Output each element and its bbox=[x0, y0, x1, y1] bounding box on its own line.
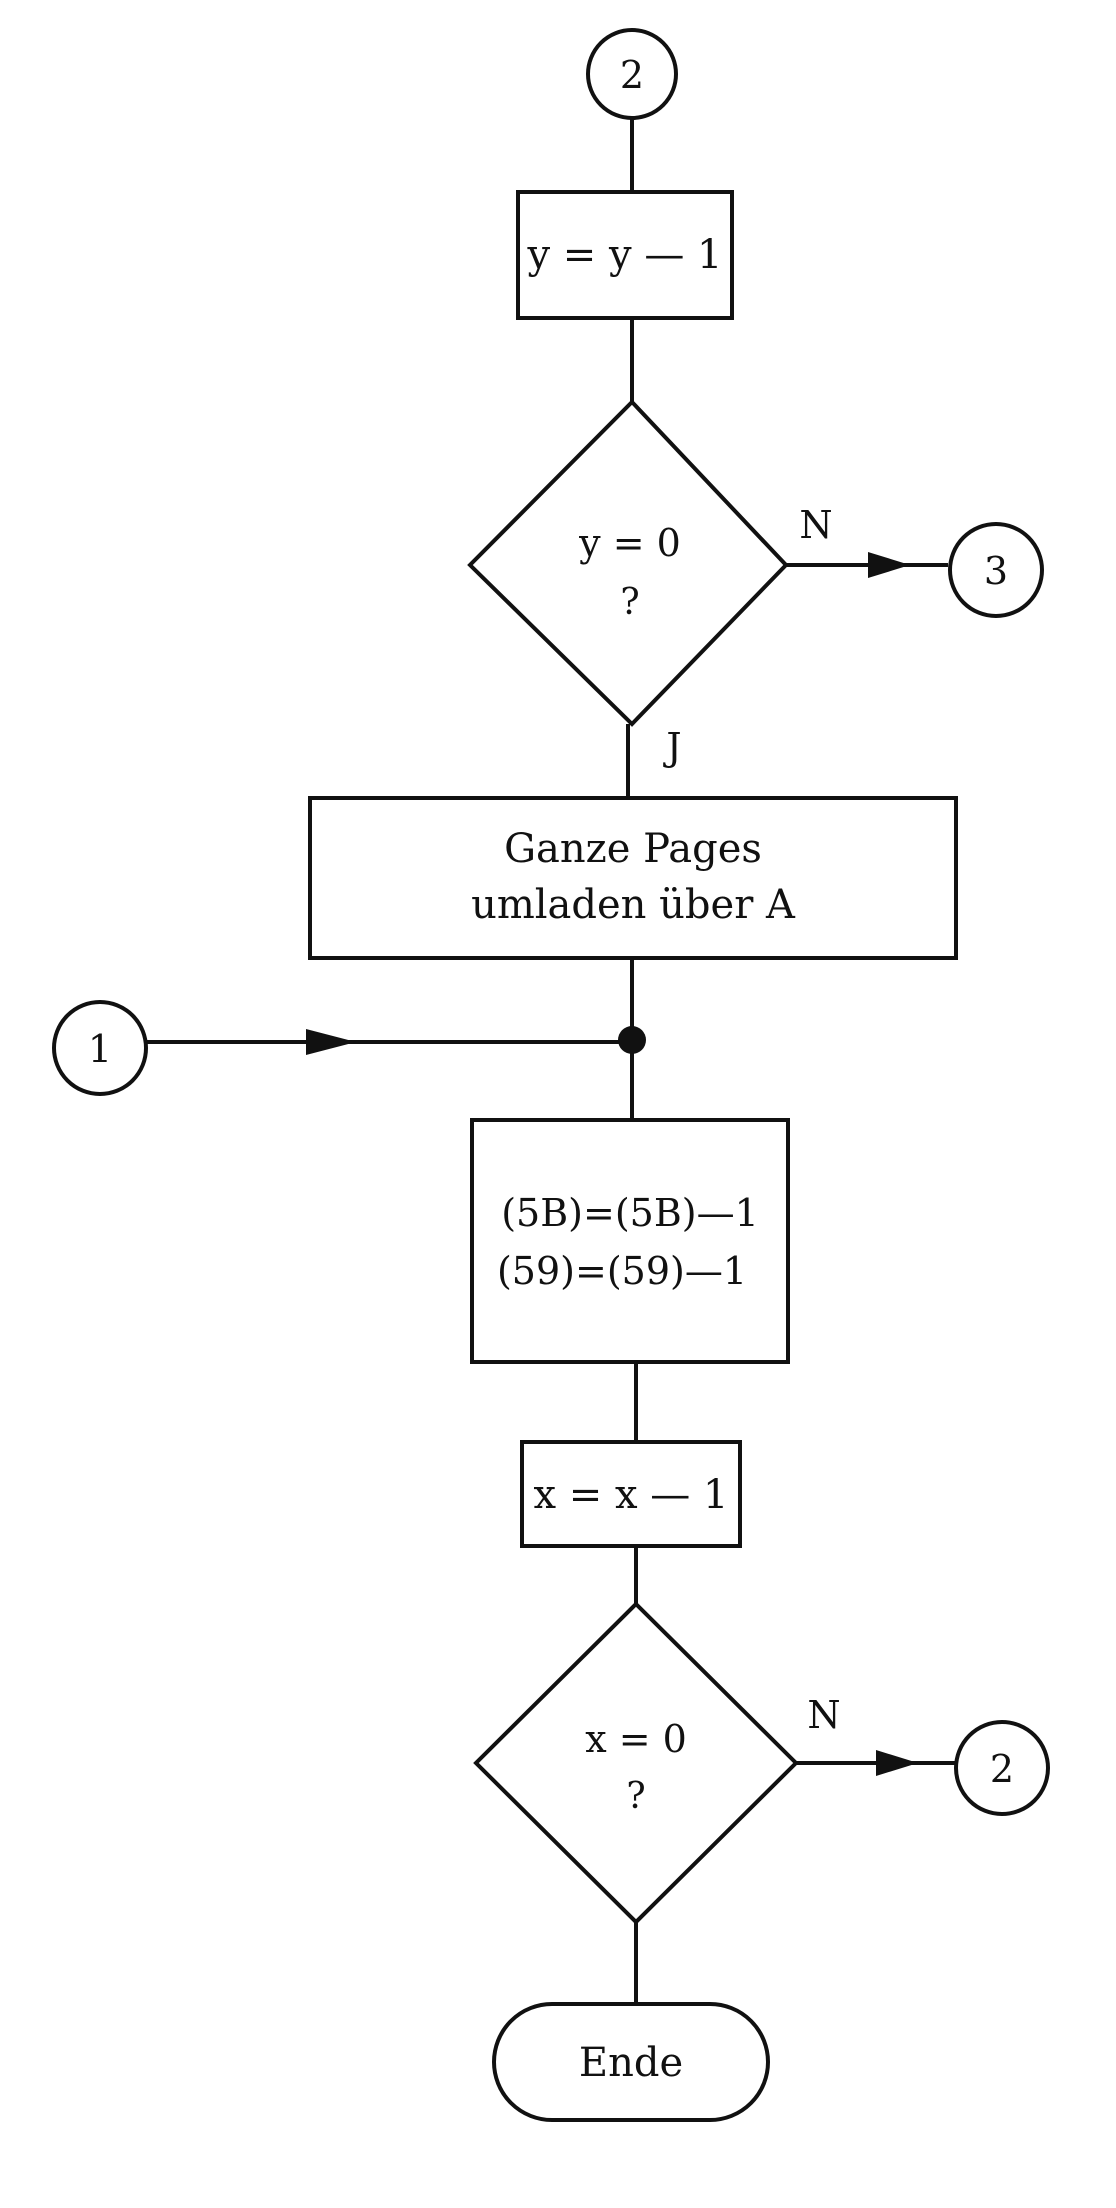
process-box-pages: Ganze Pages umladen über A bbox=[308, 796, 958, 960]
decision-y-no-label: N bbox=[799, 503, 832, 547]
process-box-registers-line1: (5B)=(5B)—1 bbox=[501, 1191, 759, 1235]
process-box-y-decrement: y = y — 1 bbox=[516, 190, 734, 320]
connector-left: 1 bbox=[52, 1000, 148, 1096]
decision-y-yes-label: J bbox=[662, 725, 681, 769]
connector-right-y: 3 bbox=[948, 522, 1044, 618]
process-box-pages-line1: Ganze Pages bbox=[504, 826, 762, 872]
decision-y-zero: y = 0 ? bbox=[467, 399, 789, 727]
process-box-registers-line2: (59)=(59)—1 bbox=[497, 1249, 747, 1293]
connector-right-x: 2 bbox=[954, 1720, 1050, 1816]
process-box-x-decrement-label: x = x — 1 bbox=[534, 1472, 729, 1518]
decision-x-zero-line2: ? bbox=[626, 1776, 645, 1817]
decision-x-zero-line1: x = 0 bbox=[585, 1717, 687, 1761]
process-box-registers: (5B)=(5B)—1 (59)=(59)—1 bbox=[470, 1118, 790, 1364]
decision-x-zero: x = 0 ? bbox=[473, 1601, 799, 1925]
junction-dot bbox=[618, 1026, 646, 1054]
arrow-head-to-connector-2 bbox=[876, 1750, 918, 1776]
connector-right-y-label: 3 bbox=[984, 549, 1008, 593]
process-box-x-decrement: x = x — 1 bbox=[520, 1440, 742, 1548]
terminal-end-label: Ende bbox=[579, 2040, 683, 2086]
arrow-head-to-connector-3 bbox=[868, 552, 910, 578]
terminal-end: Ende bbox=[492, 2002, 770, 2122]
connector-left-label: 1 bbox=[88, 1027, 112, 1071]
decision-y-zero-line2: ? bbox=[620, 582, 639, 623]
decision-y-zero-line1: y = 0 bbox=[578, 521, 681, 565]
process-box-pages-line2: umladen über A bbox=[471, 882, 796, 928]
arrow-head-to-junction bbox=[306, 1029, 356, 1055]
process-box-y-decrement-label: y = y — 1 bbox=[526, 232, 722, 278]
connector-top: 2 bbox=[586, 28, 678, 120]
connector-top-label: 2 bbox=[620, 53, 644, 97]
decision-x-no-label: N bbox=[807, 1693, 840, 1737]
connector-right-x-label: 2 bbox=[990, 1747, 1014, 1791]
